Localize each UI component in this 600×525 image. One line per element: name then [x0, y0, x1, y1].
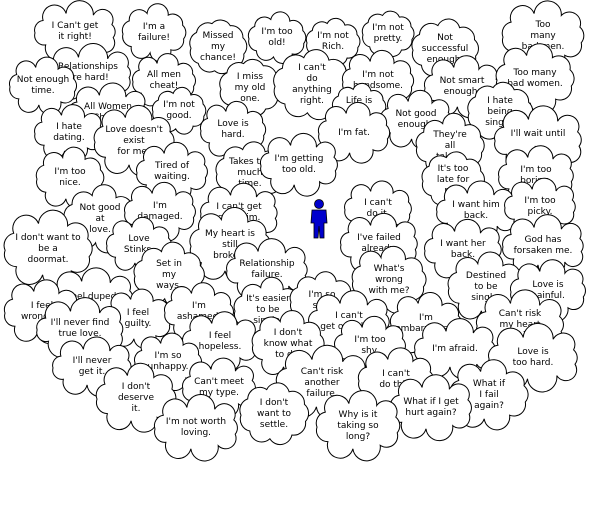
- thought-cloud-dont-want-doormat: I don't want to be a doormat.: [0, 209, 96, 288]
- thought-cloud-why-so-long: Why is it taking so long?: [312, 390, 404, 462]
- cloud-shape: [259, 132, 338, 197]
- cloud-shape: [3, 209, 93, 288]
- cloud-shape: [273, 49, 352, 121]
- cloud-shape: [361, 10, 415, 57]
- thought-cloud-a-failure: I'm a failure!: [118, 3, 190, 63]
- thought-cloud-getting-too-old: I'm getting too old.: [256, 132, 342, 197]
- person-icon: [308, 199, 330, 239]
- thought-cloud-cant-get-right: I Can't get it right!: [30, 0, 120, 64]
- thought-cloud-dont-want-settle: I don't want to settle.: [236, 382, 312, 446]
- cloud-shape: [95, 362, 177, 433]
- cloud-shape: [317, 101, 391, 164]
- thought-cloud-not-worth-loving: I'm not worth loving.: [150, 393, 242, 462]
- cloud-shape: [121, 3, 187, 63]
- cloud-shape: [315, 390, 401, 462]
- cloud-shape: [239, 382, 310, 446]
- cloud-shape: [389, 374, 472, 442]
- cloud-shape: [34, 0, 116, 64]
- cloud-shape: [153, 393, 238, 462]
- cloud-shape: [189, 19, 248, 75]
